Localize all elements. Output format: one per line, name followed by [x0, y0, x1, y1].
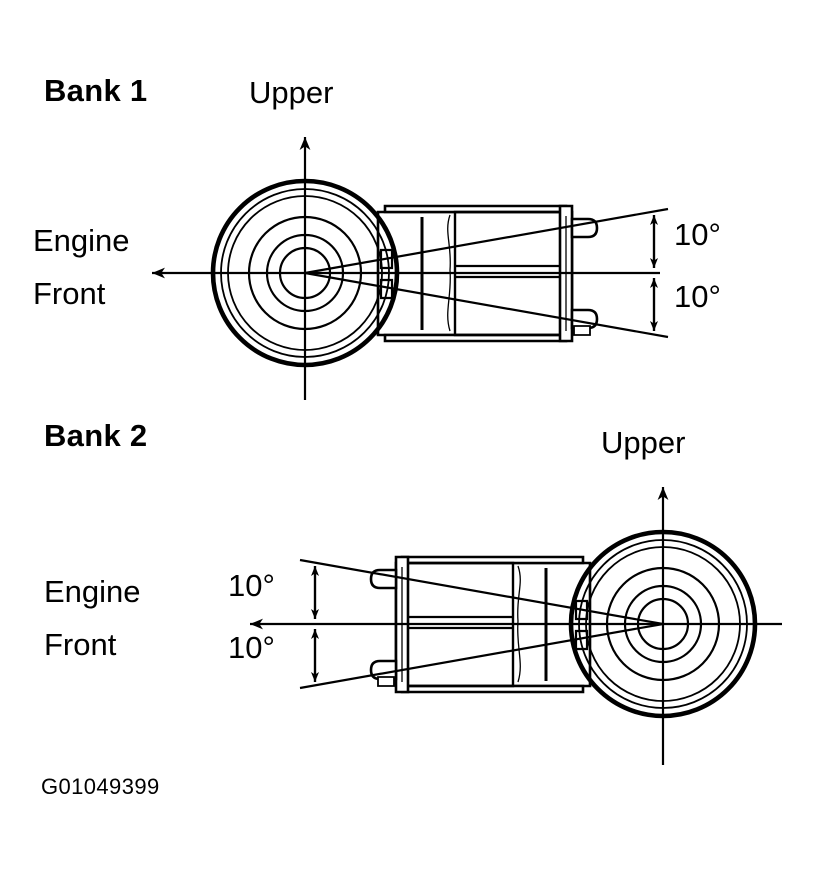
bank2-engine-front-label-line1: Engine: [44, 574, 141, 609]
bank1-upper-label: Upper: [249, 75, 334, 110]
bank1-engine-front-label-line2: Front: [33, 276, 106, 311]
bank2-angle-lower-label: 10°: [228, 630, 275, 665]
bank2-center-axes: [250, 487, 782, 765]
figure-id-label: G01049399: [41, 774, 160, 799]
bank2-upper-label: Upper: [601, 425, 686, 460]
bank1-engine-front-label-line1: Engine: [33, 223, 130, 258]
bank2-angle-upper-label: 10°: [228, 568, 275, 603]
bank1-angle-rays: [304, 207, 669, 339]
bank1-angle-upper-label: 10°: [674, 217, 721, 252]
bank2-title: Bank 2: [44, 418, 148, 453]
bank1-center-axes: [152, 137, 660, 400]
bank2-drawing: [250, 487, 782, 765]
bank1-drawing: [152, 137, 669, 400]
bank2-angle-rays: [299, 558, 664, 690]
bank1-title: Bank 1: [44, 73, 148, 108]
bank1-mounting-tabs: [570, 217, 599, 336]
bank2-mounting-tabs: [369, 568, 398, 687]
bank1-angle-lower-label: 10°: [674, 279, 721, 314]
bank2-engine-front-label-line2: Front: [44, 627, 117, 662]
